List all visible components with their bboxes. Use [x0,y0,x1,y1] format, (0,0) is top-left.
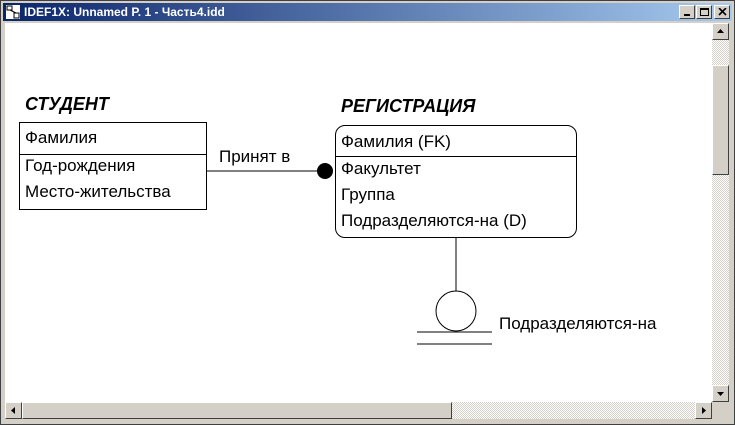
arrow-up-icon [717,29,724,33]
maximize-icon [700,8,709,16]
scroll-left-button[interactable] [5,402,22,419]
entity-registration-key-attr: Фамилия (FK) [341,132,451,151]
close-button[interactable] [714,5,730,19]
size-grip [712,402,729,419]
minimize-icon [684,14,690,16]
maximize-button[interactable] [696,5,712,19]
minimize-button[interactable] [679,5,695,19]
entity-student-box[interactable]: Фамилия Год-рождения Место-жительства [19,122,207,210]
entity-student-name[interactable]: СТУДЕНТ [25,94,109,114]
relationship-dot [317,163,333,179]
category-circle [435,290,477,332]
vertical-scrollbar[interactable] [712,23,729,402]
horizontal-scrollbar[interactable] [5,402,712,419]
vertical-scroll-thumb[interactable] [712,65,729,175]
horizontal-scroll-thumb[interactable] [22,402,452,419]
entity-registration-attr: Факультет [341,159,421,178]
scroll-right-button[interactable] [695,402,712,419]
scroll-down-button[interactable] [712,385,729,402]
entity-student-attr: Место-жительства [25,182,171,201]
window-title: IDEF1X: Unnamed P. 1 - Часть4.idd [24,5,225,19]
category-label[interactable]: Подразделяются-на [499,314,657,333]
app-icon [6,5,20,19]
diagram-lines [206,163,492,345]
arrow-right-icon [702,407,706,414]
entity-registration-attr: Группа [341,185,395,204]
entity-student-key-attr: Фамилия [25,128,98,147]
arrow-down-icon [717,392,724,396]
entity-student-divider [20,154,206,155]
entity-registration-box[interactable]: Фамилия (FK) Факультет Группа Подразделя… [335,125,577,238]
diagram-canvas[interactable]: СТУДЕНТ Фамилия Год-рождения Место-жител… [5,23,712,402]
title-bar[interactable]: IDEF1X: Unnamed P. 1 - Часть4.idd [3,3,732,21]
entity-student-attr: Год-рождения [25,156,136,175]
arrow-left-icon [11,407,15,414]
entity-registration-attr: Подразделяются-на (D) [341,211,527,230]
scroll-up-button[interactable] [712,23,729,40]
entity-registration-name[interactable]: РЕГИСТРАЦИЯ [341,96,476,116]
close-icon [718,8,727,16]
entity-registration-divider [336,156,576,157]
relationship-label[interactable]: Принят в [219,147,291,166]
